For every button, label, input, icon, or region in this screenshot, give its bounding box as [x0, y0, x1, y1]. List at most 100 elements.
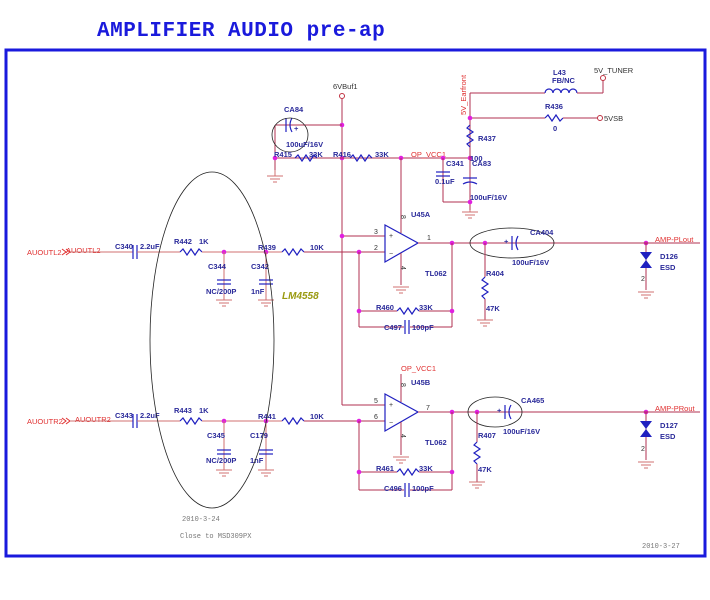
note-close-to: Close to MSD309PX	[180, 533, 252, 541]
junction-dot	[356, 469, 362, 475]
components-r416-ref-label: R416	[333, 150, 351, 159]
schematic-mark	[638, 461, 654, 469]
components-c345-value-label: NC/200P	[206, 456, 236, 465]
capacitor-c340	[132, 245, 138, 259]
components-d127-value-label: ESD	[660, 432, 676, 441]
power-v5sb-label: 5VSB	[604, 114, 623, 123]
junction-dot	[272, 155, 278, 161]
junction-dot	[339, 233, 345, 239]
junction-dot	[356, 308, 362, 314]
components-r407-ref-label: R407	[478, 431, 496, 440]
components-c341-value-label: 0.1uF	[435, 177, 455, 186]
opamp-u45a	[384, 223, 420, 264]
components-l43-ref-label: L43	[553, 68, 566, 77]
wire-segment	[61, 417, 71, 425]
components-c345-ref-label: C345	[207, 431, 225, 440]
schematic-mark	[640, 252, 652, 260]
components-d127-ref-label: D127	[660, 421, 678, 430]
components-r460-ref-label: R460	[376, 303, 394, 312]
pins-a_gnd-label: 4	[399, 266, 406, 270]
pins-b_gnd-label: 4	[399, 434, 406, 438]
inputs-left_net-label: AUOUTL2	[66, 246, 101, 255]
power-6vbuf1-port	[339, 93, 345, 99]
schematic-mark	[467, 396, 523, 428]
components-c340-ref-label: C340	[115, 242, 133, 251]
schematic-mark	[393, 286, 409, 294]
note-date-1: 2010-3-24	[182, 516, 220, 524]
schematic-mark	[597, 115, 603, 121]
pins-b_vcc-label: 8	[399, 383, 406, 387]
components-r416-value-label: 33K	[375, 150, 389, 159]
power-v5earfront-label: 5V_Earfront	[459, 74, 468, 115]
resistor-r436	[544, 113, 564, 123]
capacitor-c345	[217, 449, 231, 455]
input-port-right: AUOUTR2	[27, 417, 63, 426]
schematic-mark	[640, 429, 652, 437]
resistor-r404	[480, 276, 490, 300]
pins-d_pin-label: 2	[641, 446, 645, 453]
components-r442-ref-label: R442	[174, 237, 192, 246]
capacitor-c343	[132, 414, 138, 428]
pins-d_pin-label: 2	[641, 276, 645, 283]
components-r436-ref-label: R436	[545, 102, 563, 111]
components-c344-ref-label: C344	[208, 262, 227, 271]
schematic-mark: +	[504, 237, 509, 246]
schematic-mark	[600, 75, 606, 81]
diode-d127	[640, 421, 652, 437]
components-c340-value-label: 2.2uF	[140, 242, 160, 251]
pins-b_minus-label: 6	[374, 414, 378, 421]
components-ca83-value-label: 100uF/16V	[470, 193, 507, 202]
resistor-r437	[465, 124, 475, 148]
components-r460-value-label: 33K	[419, 303, 433, 312]
capacitor-c497	[404, 320, 410, 334]
resistor-r439	[281, 247, 305, 257]
components-l43-value-label: FB/NC	[552, 76, 575, 85]
pins-b_out-label: 7	[426, 405, 430, 412]
components-d126-ref-label: D126	[660, 252, 678, 261]
junction-dot	[467, 199, 473, 205]
schematic-mark	[462, 177, 478, 185]
components-r441-value-label: 10K	[310, 412, 324, 421]
schematic-mark: +	[294, 124, 299, 133]
components-c343-value-label: 2.2uF	[140, 411, 160, 420]
components-c343-ref-label: C343	[115, 411, 133, 420]
components-c179-ref-label: C179	[250, 431, 268, 440]
components-c341-ref-label: C341	[446, 159, 464, 168]
schematic-mark	[640, 421, 652, 429]
components-r442-value-label: 1K	[199, 237, 209, 246]
components-c497-ref-label: C497	[384, 323, 402, 332]
components-r461-ref-label: R461	[376, 464, 394, 473]
diode-d126	[640, 252, 652, 268]
components-r436-value-label: 0	[553, 124, 557, 133]
components-r437-value-label: 100	[470, 154, 483, 163]
components-r441-ref-label: R441	[258, 412, 276, 421]
components-r404-value-label: 47K	[486, 304, 500, 313]
components-ca404-value-label: 100uF/16V	[512, 258, 549, 267]
components-u45b-value-label: TL062	[425, 438, 447, 447]
filter-highlight-ellipse	[149, 171, 275, 509]
components-r415-ref-label: R415	[274, 150, 292, 159]
schematic-mark	[216, 299, 232, 307]
schematic-title: AMPLIFIER AUDIO pre-ap	[97, 20, 386, 43]
schematic-mark	[258, 299, 274, 307]
components-c342-value-label: 1nF	[251, 287, 265, 296]
components-c497-value-label: 100pF	[412, 323, 434, 332]
components-r415-value-label: 33K	[309, 150, 323, 159]
capacitor-ca84: +	[285, 117, 299, 133]
components-c344-value-label: NC/200P	[206, 287, 236, 296]
inputs-right_net-label: AUOUTR2	[75, 415, 111, 424]
junction-dot	[449, 469, 455, 475]
schematic-mark	[462, 210, 478, 219]
resistor-r416	[349, 153, 373, 163]
capacitor-ca404	[511, 235, 519, 251]
schematic-mark	[258, 469, 274, 477]
components-u45a-value-label: TL062	[425, 269, 447, 278]
resistor-r460	[396, 306, 420, 316]
components-u45a-ref-label: U45A	[411, 210, 431, 219]
schematic-mark	[393, 456, 409, 464]
components-c496-ref-label: C496	[384, 484, 402, 493]
annotation-lm4558: LM4558	[282, 291, 319, 302]
schematic-mark	[469, 227, 555, 259]
capacitor-c496	[404, 483, 410, 497]
power-v5tuner-label: 5V_TUNER	[594, 66, 634, 75]
